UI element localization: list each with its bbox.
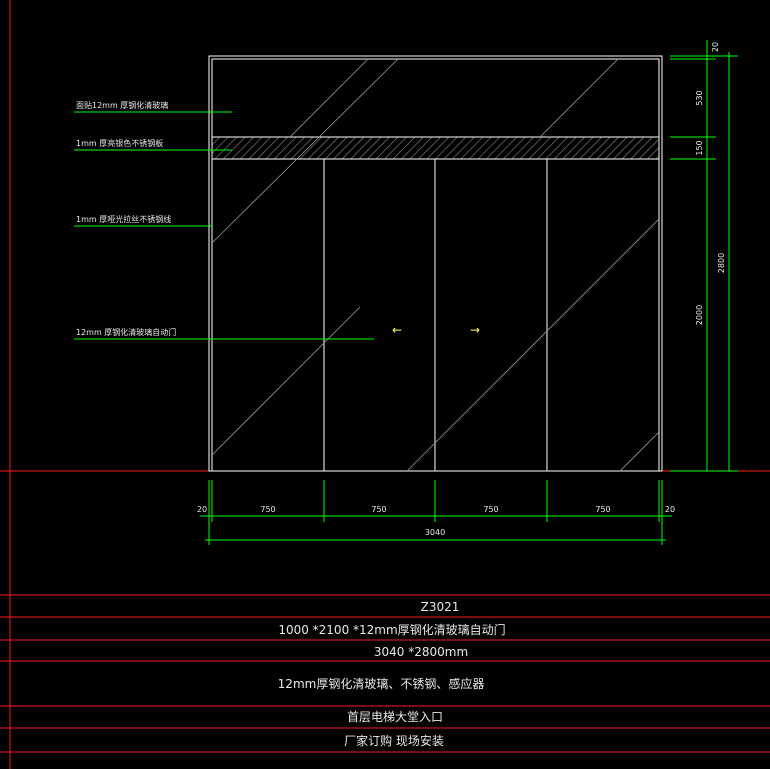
bottom-dimension-lines [200, 480, 672, 545]
stainless-band [211, 136, 660, 160]
door-material: 12mm厚钢化清玻璃、不锈钢、感应器 [278, 676, 485, 691]
dim-total-width: 3040 [425, 528, 445, 537]
dim-right-1: 20 [711, 42, 720, 52]
door-note: 厂家订购 现场安装 [344, 733, 444, 748]
dim-right-3: 150 [695, 140, 704, 155]
right-dimension-lines [670, 40, 738, 472]
dim-bottom-3: 750 [371, 505, 386, 514]
door-spec: 1000 *2100 *12mm厚钢化清玻璃自动门 [278, 622, 505, 637]
arrow-left-icon: ← [392, 323, 402, 337]
annotation-leaders [74, 111, 374, 340]
annotation-steel-line: 1mm 厚哑光拉丝不锈钢线 [76, 214, 171, 224]
glass-reflection-lines [211, 58, 660, 472]
dim-bottom-2: 750 [260, 505, 275, 514]
door-code: Z3021 [421, 600, 460, 614]
dim-bottom-5: 750 [595, 505, 610, 514]
annotation-auto-door: 12mm 厚钢化清玻璃自动门 [76, 327, 176, 337]
dim-right-2: 530 [695, 90, 704, 105]
dim-bottom-4: 750 [483, 505, 498, 514]
annotation-steel-plate: 1mm 厚亮银色不锈钢板 [76, 138, 163, 148]
door-panels [323, 159, 548, 471]
dim-right-4: 2000 [695, 305, 704, 325]
annotation-glass-top: 面贴12mm 厚钢化清玻璃 [76, 100, 168, 110]
dim-bottom-6: 20 [665, 505, 675, 514]
door-location: 首层电梯大堂入口 [347, 710, 443, 724]
arrow-right-icon: → [470, 323, 480, 337]
door-size: 3040 *2800mm [374, 645, 468, 659]
dim-right-5: 2800 [717, 253, 726, 273]
dim-bottom-1: 20 [197, 505, 207, 514]
